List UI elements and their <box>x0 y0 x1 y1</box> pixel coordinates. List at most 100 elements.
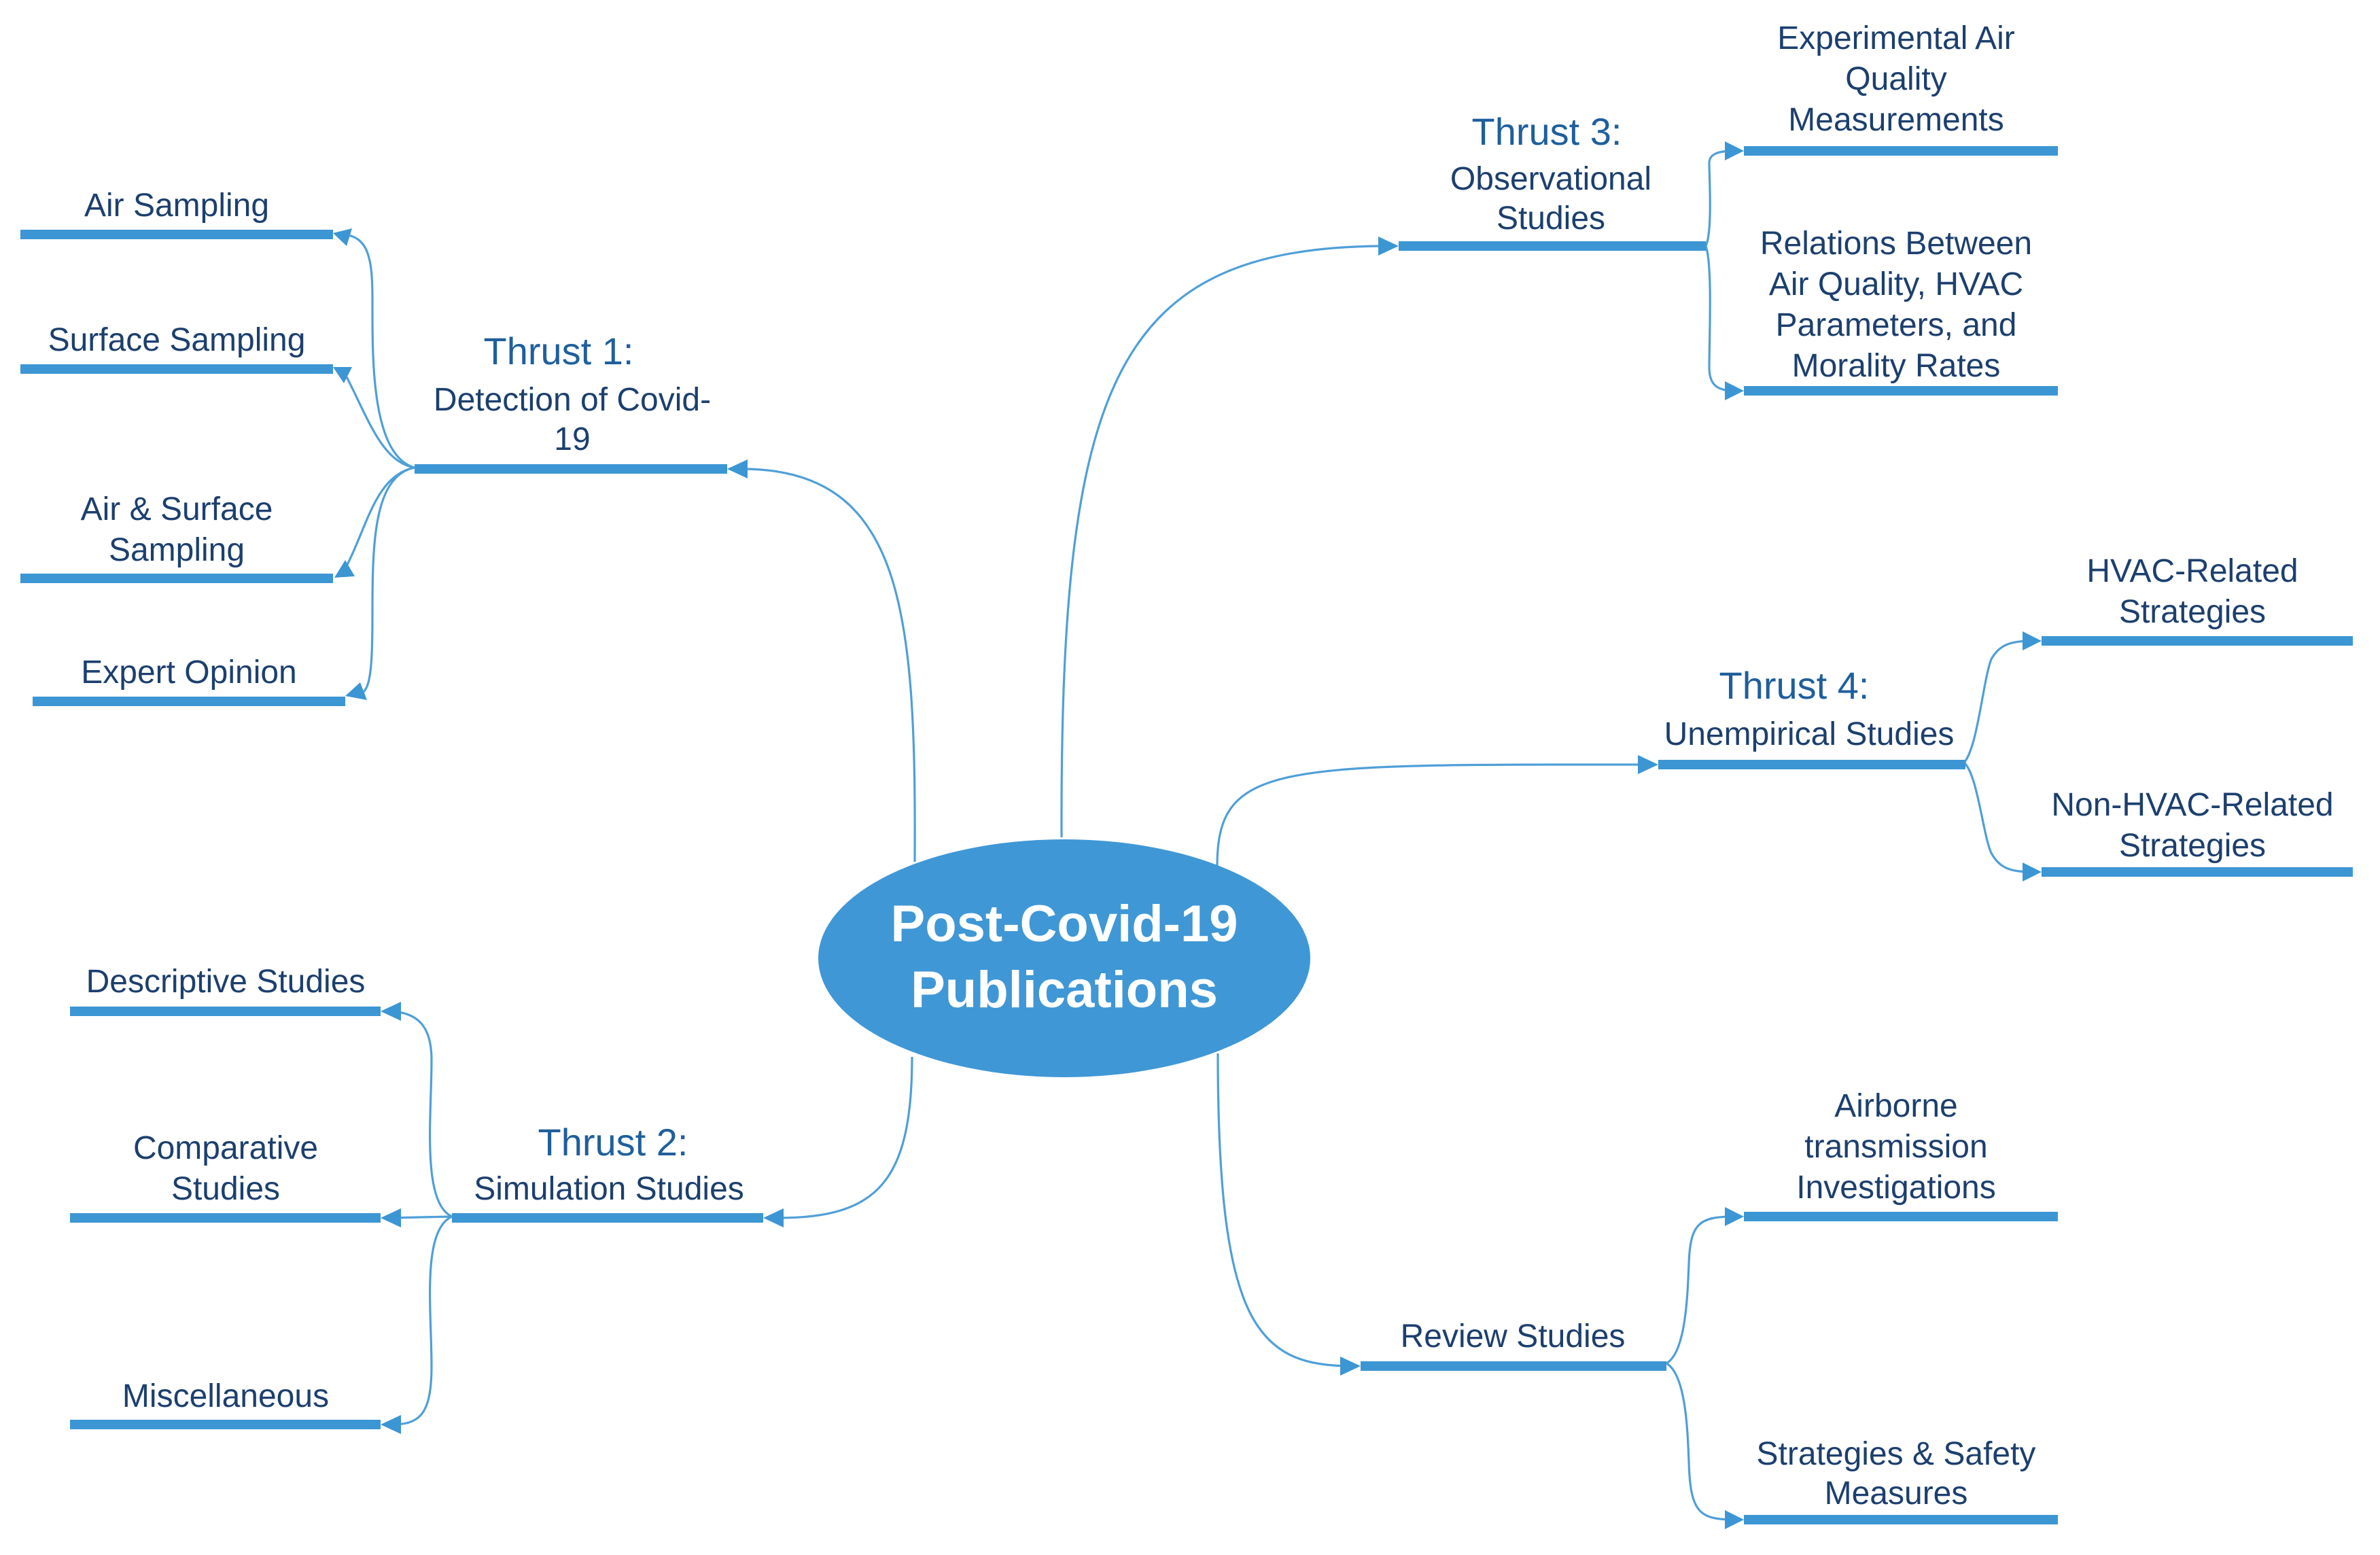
misc-underline <box>70 1420 381 1429</box>
comparative-label-line1: Comparative <box>133 1130 318 1166</box>
arrowhead-hvac <box>2023 631 2042 650</box>
thrust2-title: Thrust 2: <box>538 1121 688 1164</box>
arrowhead-airborne <box>1725 1207 1744 1226</box>
connector-thrust4-non-hvac <box>1963 761 2033 873</box>
hvac-label-line2: Strategies <box>2119 594 2266 630</box>
expert-opinion-label: Expert Opinion <box>81 654 297 691</box>
surface-sampling-label: Surface Sampling <box>48 322 306 358</box>
arrowhead-thrust4 <box>1638 755 1658 774</box>
thrust1-underline <box>415 464 727 474</box>
connector-thrust1-air-surface <box>342 466 415 573</box>
connector-thrust1-surface-sampling <box>342 370 415 469</box>
airborne-label-line1: Airborne <box>1834 1088 1957 1124</box>
air-surface-underline <box>20 574 333 583</box>
arrowhead-strategies <box>1725 1510 1744 1529</box>
thrust3-underline <box>1399 241 1706 251</box>
relations-label-line4: Morality Rates <box>1792 348 2001 384</box>
connector-thrust2-misc <box>390 1215 453 1426</box>
arrowhead-review <box>1340 1357 1361 1376</box>
hvac-underline <box>2042 636 2353 646</box>
center-title-line2: Publications <box>911 961 1218 1019</box>
experimental-label-line3: Measurements <box>1788 102 2003 138</box>
airborne-label-line2: transmission <box>1804 1129 1987 1165</box>
experimental-underline <box>1744 146 2058 156</box>
center-ellipse <box>818 839 1310 1077</box>
connector-thrust1-expert-opinion <box>356 466 415 696</box>
non-hvac-underline <box>2042 867 2353 877</box>
thrust3-title: Thrust 3: <box>1472 110 1622 153</box>
airborne-label-line3: Investigations <box>1796 1170 1996 1206</box>
strategies-underline <box>1744 1515 2058 1524</box>
thrust3-subtitle-line2: Studies <box>1497 200 1605 237</box>
thrust4-subtitle: Unempirical Studies <box>1664 716 1955 752</box>
relations-underline <box>1744 386 2058 396</box>
thrust2-node: Thrust 2: Simulation Studies <box>474 1121 744 1207</box>
thrust3-node: Thrust 3: Observational Studies <box>1450 110 1651 237</box>
thrust4-title: Thrust 4: <box>1719 664 1870 707</box>
arrowhead-comparative <box>381 1208 401 1227</box>
thrust3-subtitle-line1: Observational <box>1450 161 1651 197</box>
connector-center-thrust3 <box>1060 245 1388 838</box>
thrust1-children: Air Sampling Surface Sampling Air & Surf… <box>48 188 306 691</box>
relations-label-line1: Relations Between <box>1760 226 2032 262</box>
center-title-line1: Post-Covid-19 <box>891 895 1238 953</box>
arrowhead-non-hvac <box>2023 862 2042 881</box>
arrowhead-thrust3 <box>1378 237 1399 256</box>
thrust4-node: Thrust 4: Unempirical Studies <box>1664 664 1955 752</box>
thrust3-children: Experimental Air Quality Measurements Re… <box>1760 20 2032 384</box>
hvac-label-line1: HVAC-Related <box>2086 553 2298 589</box>
arrowhead-experimental <box>1725 141 1744 160</box>
connector-thrust3-experimental <box>1704 150 1735 247</box>
airborne-underline <box>1744 1212 2058 1221</box>
thrust4-children: HVAC-Related Strategies Non-HVAC-Related… <box>2051 553 2333 864</box>
arrowhead-misc <box>381 1415 401 1434</box>
thrust2-subtitle: Simulation Studies <box>474 1171 744 1207</box>
thrust4-underline <box>1658 760 1965 769</box>
thrust1-node: Thrust 1: Detection of Covid- 19 <box>434 330 711 457</box>
descriptive-underline <box>70 1007 381 1016</box>
thrust1-subtitle-line1: Detection of Covid- <box>434 382 711 418</box>
expert-opinion-underline <box>33 697 345 706</box>
thrust1-title: Thrust 1: <box>484 330 634 372</box>
connector-thrust1-air-sampling <box>343 233 415 469</box>
arrowhead-descriptive <box>381 1002 401 1021</box>
connector-center-thrust2 <box>777 1056 913 1219</box>
relations-label-line2: Air Quality, HVAC <box>1769 266 2023 302</box>
connector-center-thrust1 <box>741 468 916 862</box>
center-node: Post-Covid-19 Publications <box>818 839 1310 1077</box>
strategies-label-line2: Measures <box>1825 1475 1968 1512</box>
connector-thrust3-relations <box>1704 245 1735 392</box>
arrowheads <box>333 141 2042 1529</box>
arrowhead-air-sampling <box>333 228 352 246</box>
air-surface-label-line2: Sampling <box>109 532 245 568</box>
relations-label-line3: Parameters, and <box>1776 307 2017 343</box>
connector-center-review <box>1217 1053 1353 1367</box>
non-hvac-label-line2: Strategies <box>2119 828 2266 864</box>
connector-review-airborne <box>1666 1215 1735 1365</box>
connector-center-thrust4 <box>1216 763 1651 867</box>
review-children: Airborne transmission Investigations Str… <box>1757 1088 2036 1512</box>
review-node: Review Studies <box>1401 1318 1626 1355</box>
arrowhead-air-surface <box>334 560 355 578</box>
thrust2-children: Descriptive Studies Comparative Studies … <box>86 964 366 1414</box>
connectors <box>342 150 2033 1521</box>
arrowhead-relations <box>1725 381 1744 400</box>
thrust2-underline <box>452 1213 763 1223</box>
air-surface-label-line1: Air & Surface <box>81 491 273 527</box>
connector-thrust2-descriptive <box>390 1010 453 1218</box>
arrowhead-thrust2 <box>763 1208 784 1227</box>
experimental-label-line1: Experimental Air <box>1777 20 2014 56</box>
descriptive-label: Descriptive Studies <box>86 964 366 1000</box>
comparative-label-line2: Studies <box>171 1171 280 1207</box>
experimental-label-line2: Quality <box>1845 61 1946 97</box>
non-hvac-label-line1: Non-HVAC-Related <box>2051 787 2333 823</box>
thrust1-subtitle-line2: 19 <box>554 421 590 457</box>
connector-thrust4-hvac <box>1963 640 2033 764</box>
air-sampling-underline <box>20 230 333 239</box>
review-title: Review Studies <box>1401 1318 1626 1355</box>
arrowhead-surface-sampling <box>333 367 352 383</box>
connector-review-strategies <box>1666 1362 1735 1521</box>
strategies-label-line1: Strategies & Safety <box>1757 1436 2036 1472</box>
review-underline <box>1361 1361 1666 1371</box>
